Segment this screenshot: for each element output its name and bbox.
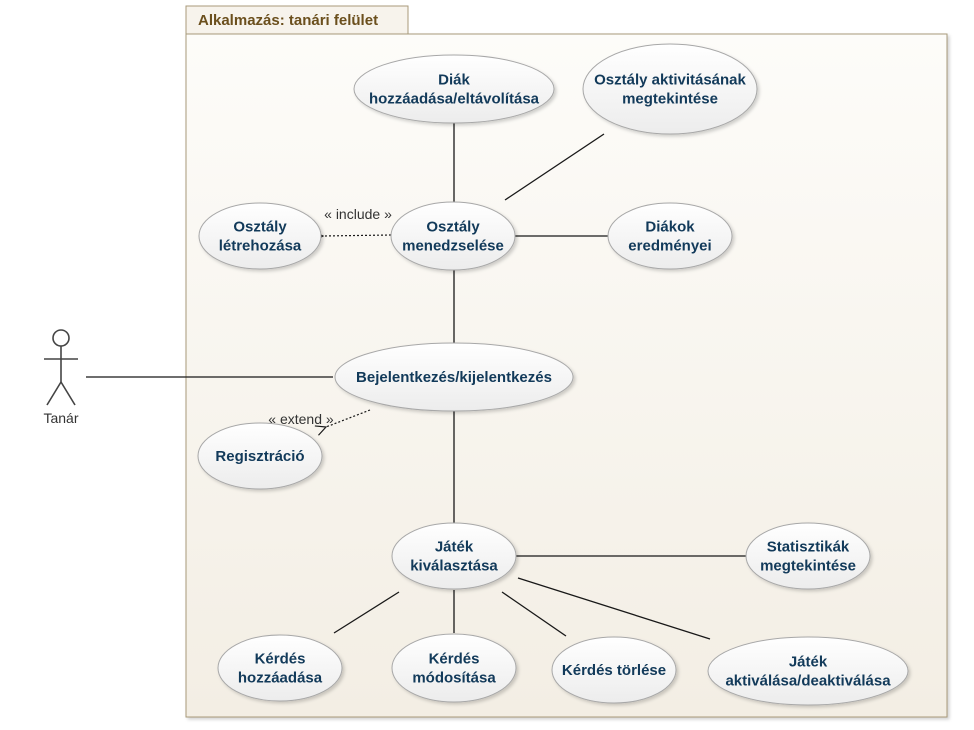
- include-arrow: [323, 235, 392, 236]
- actor-left-leg: [46, 381, 62, 406]
- use-case-label: Osztály: [426, 219, 480, 236]
- use-case-label: megtekintése: [622, 91, 718, 108]
- use-case-ellipse[interactable]: [607, 202, 733, 270]
- use-case-jatek-kivalasztasa[interactable]: Játék kiválasztása: [391, 522, 517, 590]
- use-case-label: létrehozása: [219, 238, 302, 255]
- use-case-label: eredményei: [628, 238, 711, 255]
- use-case-ellipse[interactable]: [198, 202, 322, 270]
- dependencies: « include » « extend »: [268, 206, 392, 427]
- use-case-label: hozzáadása/eltávolítása: [369, 91, 540, 108]
- use-case-ellipse[interactable]: [390, 201, 516, 271]
- assoc-jatek-kerdes-torlese: [501, 591, 567, 637]
- assoc-jatek-kerdes-hozzaadasa: [333, 591, 400, 634]
- use-case-label: Osztály: [233, 219, 287, 236]
- use-case-ellipse[interactable]: [582, 43, 758, 135]
- assoc-aktivitas-menedzseles: [504, 133, 605, 201]
- use-case-kerdes-torlese[interactable]: Kérdés törlése: [551, 636, 677, 704]
- package: Alkalmazás: tanári felület: [185, 5, 948, 718]
- use-case-label: Játék: [435, 539, 474, 556]
- use-case-ellipse[interactable]: [707, 636, 909, 706]
- use-case-label: Kérdés: [255, 651, 306, 668]
- use-case-label: Osztály aktivitásának: [594, 72, 746, 89]
- extend-label: « extend »: [268, 411, 334, 427]
- use-case-label: Statisztikák: [767, 539, 850, 556]
- actor-head: [52, 329, 70, 347]
- actor-tanar[interactable]: [44, 329, 78, 406]
- include-label: « include »: [324, 206, 392, 222]
- use-case-label: Kérdés: [429, 651, 480, 668]
- assoc-jatek-aktivalasa: [517, 577, 711, 640]
- use-case-label: Diákok: [645, 219, 695, 236]
- use-case-ellipse[interactable]: [334, 342, 574, 412]
- use-case-kerdes-hozzaadasa[interactable]: Kérdés hozzáadása: [217, 634, 343, 702]
- package-tab: [185, 5, 409, 34]
- use-case-label: Kérdés törlése: [562, 662, 666, 679]
- use-case-label: megtekintése: [760, 558, 856, 575]
- use-case-label: Játék: [789, 654, 828, 671]
- use-case-osztaly-letrehozasa[interactable]: Osztály létrehozása: [198, 202, 322, 270]
- use-case-osztaly-menedzselese[interactable]: Osztály menedzselése: [390, 201, 516, 271]
- associations: [86, 123, 746, 640]
- use-case-diakok-eredmenyei[interactable]: Diákok eredményei: [607, 202, 733, 270]
- use-case-ellipse[interactable]: [551, 636, 677, 704]
- use-case-label: módosítása: [412, 670, 496, 687]
- use-case-label: menedzselése: [402, 238, 504, 255]
- use-case-ellipse[interactable]: [745, 522, 871, 590]
- use-case-ellipse[interactable]: [391, 522, 517, 590]
- use-case-ellipse[interactable]: [391, 633, 517, 703]
- use-case-kerdes-modositasa[interactable]: Kérdés módosítása: [391, 633, 517, 703]
- use-case-label: kiválasztása: [410, 558, 498, 575]
- use-case-bejelentkezes[interactable]: Bejelentkezés/kijelentkezés: [334, 342, 574, 412]
- use-case-label: hozzáadása: [238, 670, 323, 687]
- use-case-label: Bejelentkezés/kijelentkezés: [356, 369, 552, 386]
- use-case-label: Regisztráció: [215, 448, 304, 465]
- use-case-label: Diák: [438, 72, 470, 89]
- use-case-diak-hozzaadasa[interactable]: Diák hozzáadása/eltávolítása: [353, 54, 555, 124]
- use-case-ellipse[interactable]: [197, 422, 323, 490]
- use-case-jatek-aktivalasa[interactable]: Játék aktiválása/deaktiválása: [707, 636, 909, 706]
- actor-right-leg: [60, 381, 76, 406]
- use-case-ellipse[interactable]: [353, 54, 555, 124]
- package-title: Alkalmazás: tanári felület: [198, 12, 378, 29]
- use-case-ellipse[interactable]: [217, 634, 343, 702]
- actor-label: Tanár: [43, 410, 78, 426]
- use-case-regisztracio[interactable]: Regisztráció: [197, 422, 323, 490]
- use-case-label: aktiválása/deaktiválása: [725, 673, 891, 690]
- use-case-statisztikak[interactable]: Statisztikák megtekintése: [745, 522, 871, 590]
- use-case-osztaly-aktivitas[interactable]: Osztály aktivitásának megtekintése: [582, 43, 758, 135]
